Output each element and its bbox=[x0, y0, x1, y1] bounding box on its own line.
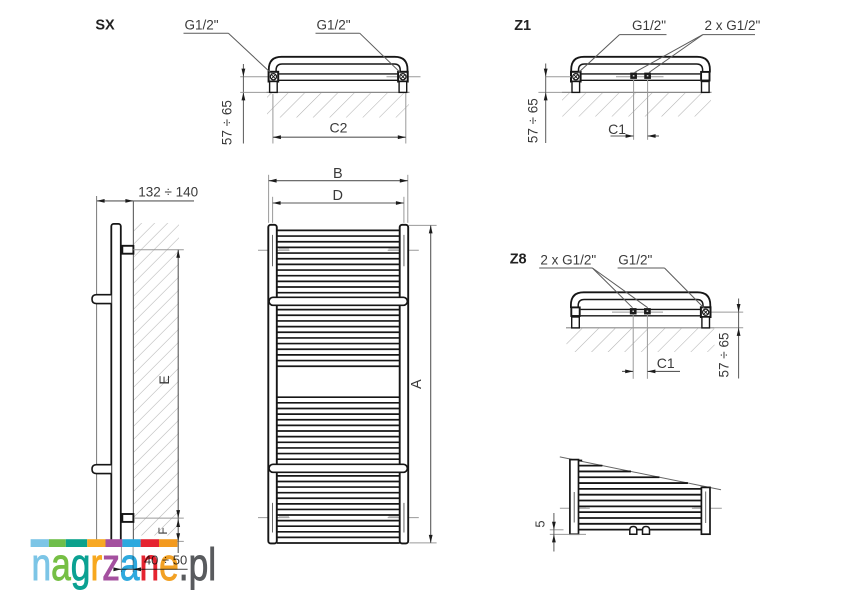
svg-text:F: F bbox=[156, 527, 170, 534]
svg-text:A: A bbox=[409, 379, 425, 389]
svg-text:Z8: Z8 bbox=[510, 251, 527, 267]
svg-text:57 ÷ 65: 57 ÷ 65 bbox=[219, 100, 234, 145]
svg-text:G1/2": G1/2" bbox=[317, 17, 351, 32]
svg-text:C1: C1 bbox=[608, 121, 626, 137]
svg-text:C1: C1 bbox=[657, 355, 675, 371]
svg-text:57 ÷ 65: 57 ÷ 65 bbox=[717, 333, 732, 378]
svg-text:nagrzane.pl: nagrzane.pl bbox=[32, 539, 217, 590]
svg-text:5: 5 bbox=[533, 520, 548, 527]
svg-text:G1/2": G1/2" bbox=[185, 17, 219, 32]
svg-text:40 ÷ 50: 40 ÷ 50 bbox=[144, 553, 187, 568]
svg-text:B: B bbox=[333, 166, 343, 182]
svg-text:D: D bbox=[333, 188, 343, 204]
svg-text:E: E bbox=[156, 375, 172, 384]
svg-text:2 x G1/2": 2 x G1/2" bbox=[540, 252, 596, 267]
svg-text:Z1: Z1 bbox=[514, 18, 531, 34]
svg-text:2 x G1/2": 2 x G1/2" bbox=[705, 18, 761, 33]
svg-text:G1/2": G1/2" bbox=[632, 18, 666, 33]
svg-text:SX: SX bbox=[95, 17, 115, 33]
svg-text:57 ÷ 65: 57 ÷ 65 bbox=[526, 98, 541, 143]
svg-text:C2: C2 bbox=[330, 120, 348, 136]
svg-text:G1/2": G1/2" bbox=[618, 252, 652, 267]
svg-text:132 ÷ 140: 132 ÷ 140 bbox=[138, 185, 198, 200]
